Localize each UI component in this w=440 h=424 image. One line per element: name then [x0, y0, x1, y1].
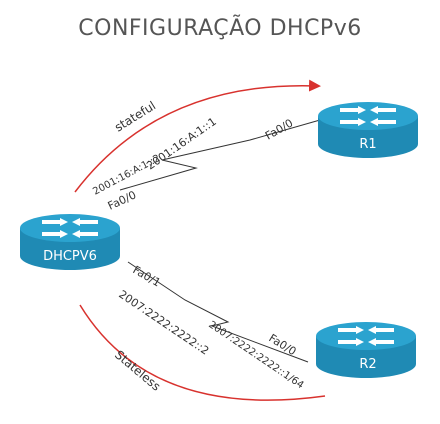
link-dhcp-r2 [127, 261, 309, 363]
dhcp-top-interface-label: Fa0/0 [106, 188, 138, 212]
r1-interface-label: Fa0/0 [263, 116, 295, 142]
router-r1[interactable]: R1 [318, 102, 418, 158]
stateful-label: stateful [112, 99, 158, 135]
link-dhcp-r1 [119, 119, 321, 191]
router-dhcpv6[interactable]: DHCPV6 [20, 214, 120, 270]
stateless-label: Stateless [112, 348, 163, 394]
router-r2-label: R2 [359, 357, 376, 372]
dhcp-bottom-address-label: 2007:2222:2222::2 [116, 288, 211, 358]
page-title: CONFIGURAÇÃO DHCPv6 [78, 16, 362, 41]
stateful-arc [74, 79, 321, 193]
router-dhcpv6-label: DHCPV6 [43, 249, 97, 264]
r2-interface-label: Fa0/0 [266, 332, 298, 359]
stateless-arc [79, 304, 326, 401]
dhcp-bottom-interface-label: Fa0/1 [131, 263, 163, 289]
router-r2[interactable]: R2 [316, 322, 416, 378]
router-r1-label: R1 [359, 137, 376, 152]
